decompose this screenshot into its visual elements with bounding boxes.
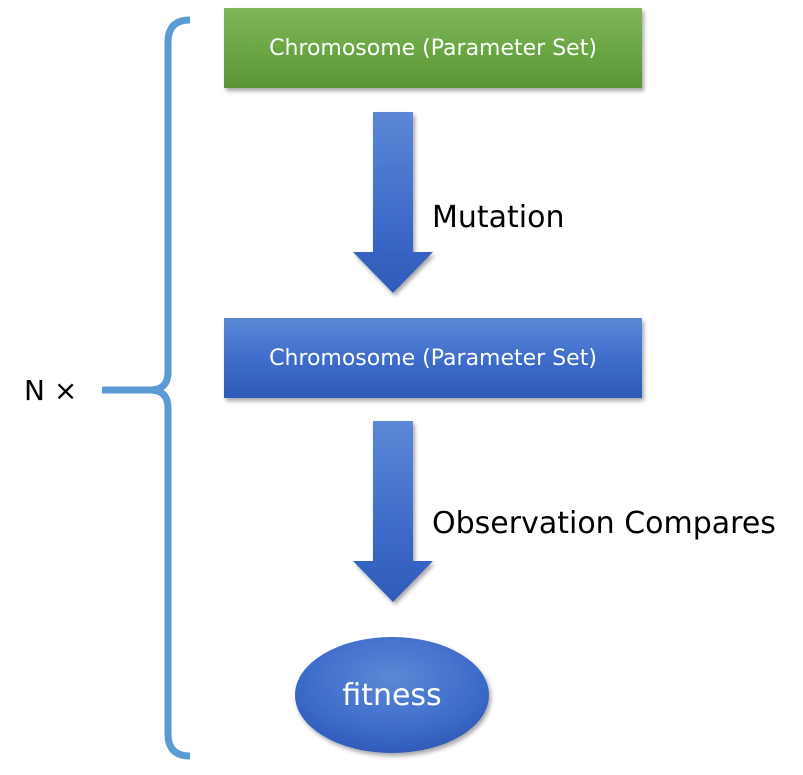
chromosome-box-mutated-label: Chromosome (Parameter Set)	[269, 345, 597, 371]
repeat-bracket	[102, 16, 191, 760]
mutation-label: Mutation	[432, 200, 565, 235]
chromosome-box-initial-label: Chromosome (Parameter Set)	[269, 35, 597, 61]
chromosome-box-mutated: Chromosome (Parameter Set)	[224, 318, 642, 398]
fitness-label: fitness	[342, 677, 442, 713]
fitness-ellipse	[295, 637, 489, 753]
compare-arrow	[353, 421, 433, 602]
mutation-arrow	[353, 112, 433, 293]
chromosome-box-initial: Chromosome (Parameter Set)	[224, 8, 642, 88]
repeat-count-label: N ×	[24, 374, 78, 407]
observation-compares-label: Observation Compares	[432, 506, 776, 541]
